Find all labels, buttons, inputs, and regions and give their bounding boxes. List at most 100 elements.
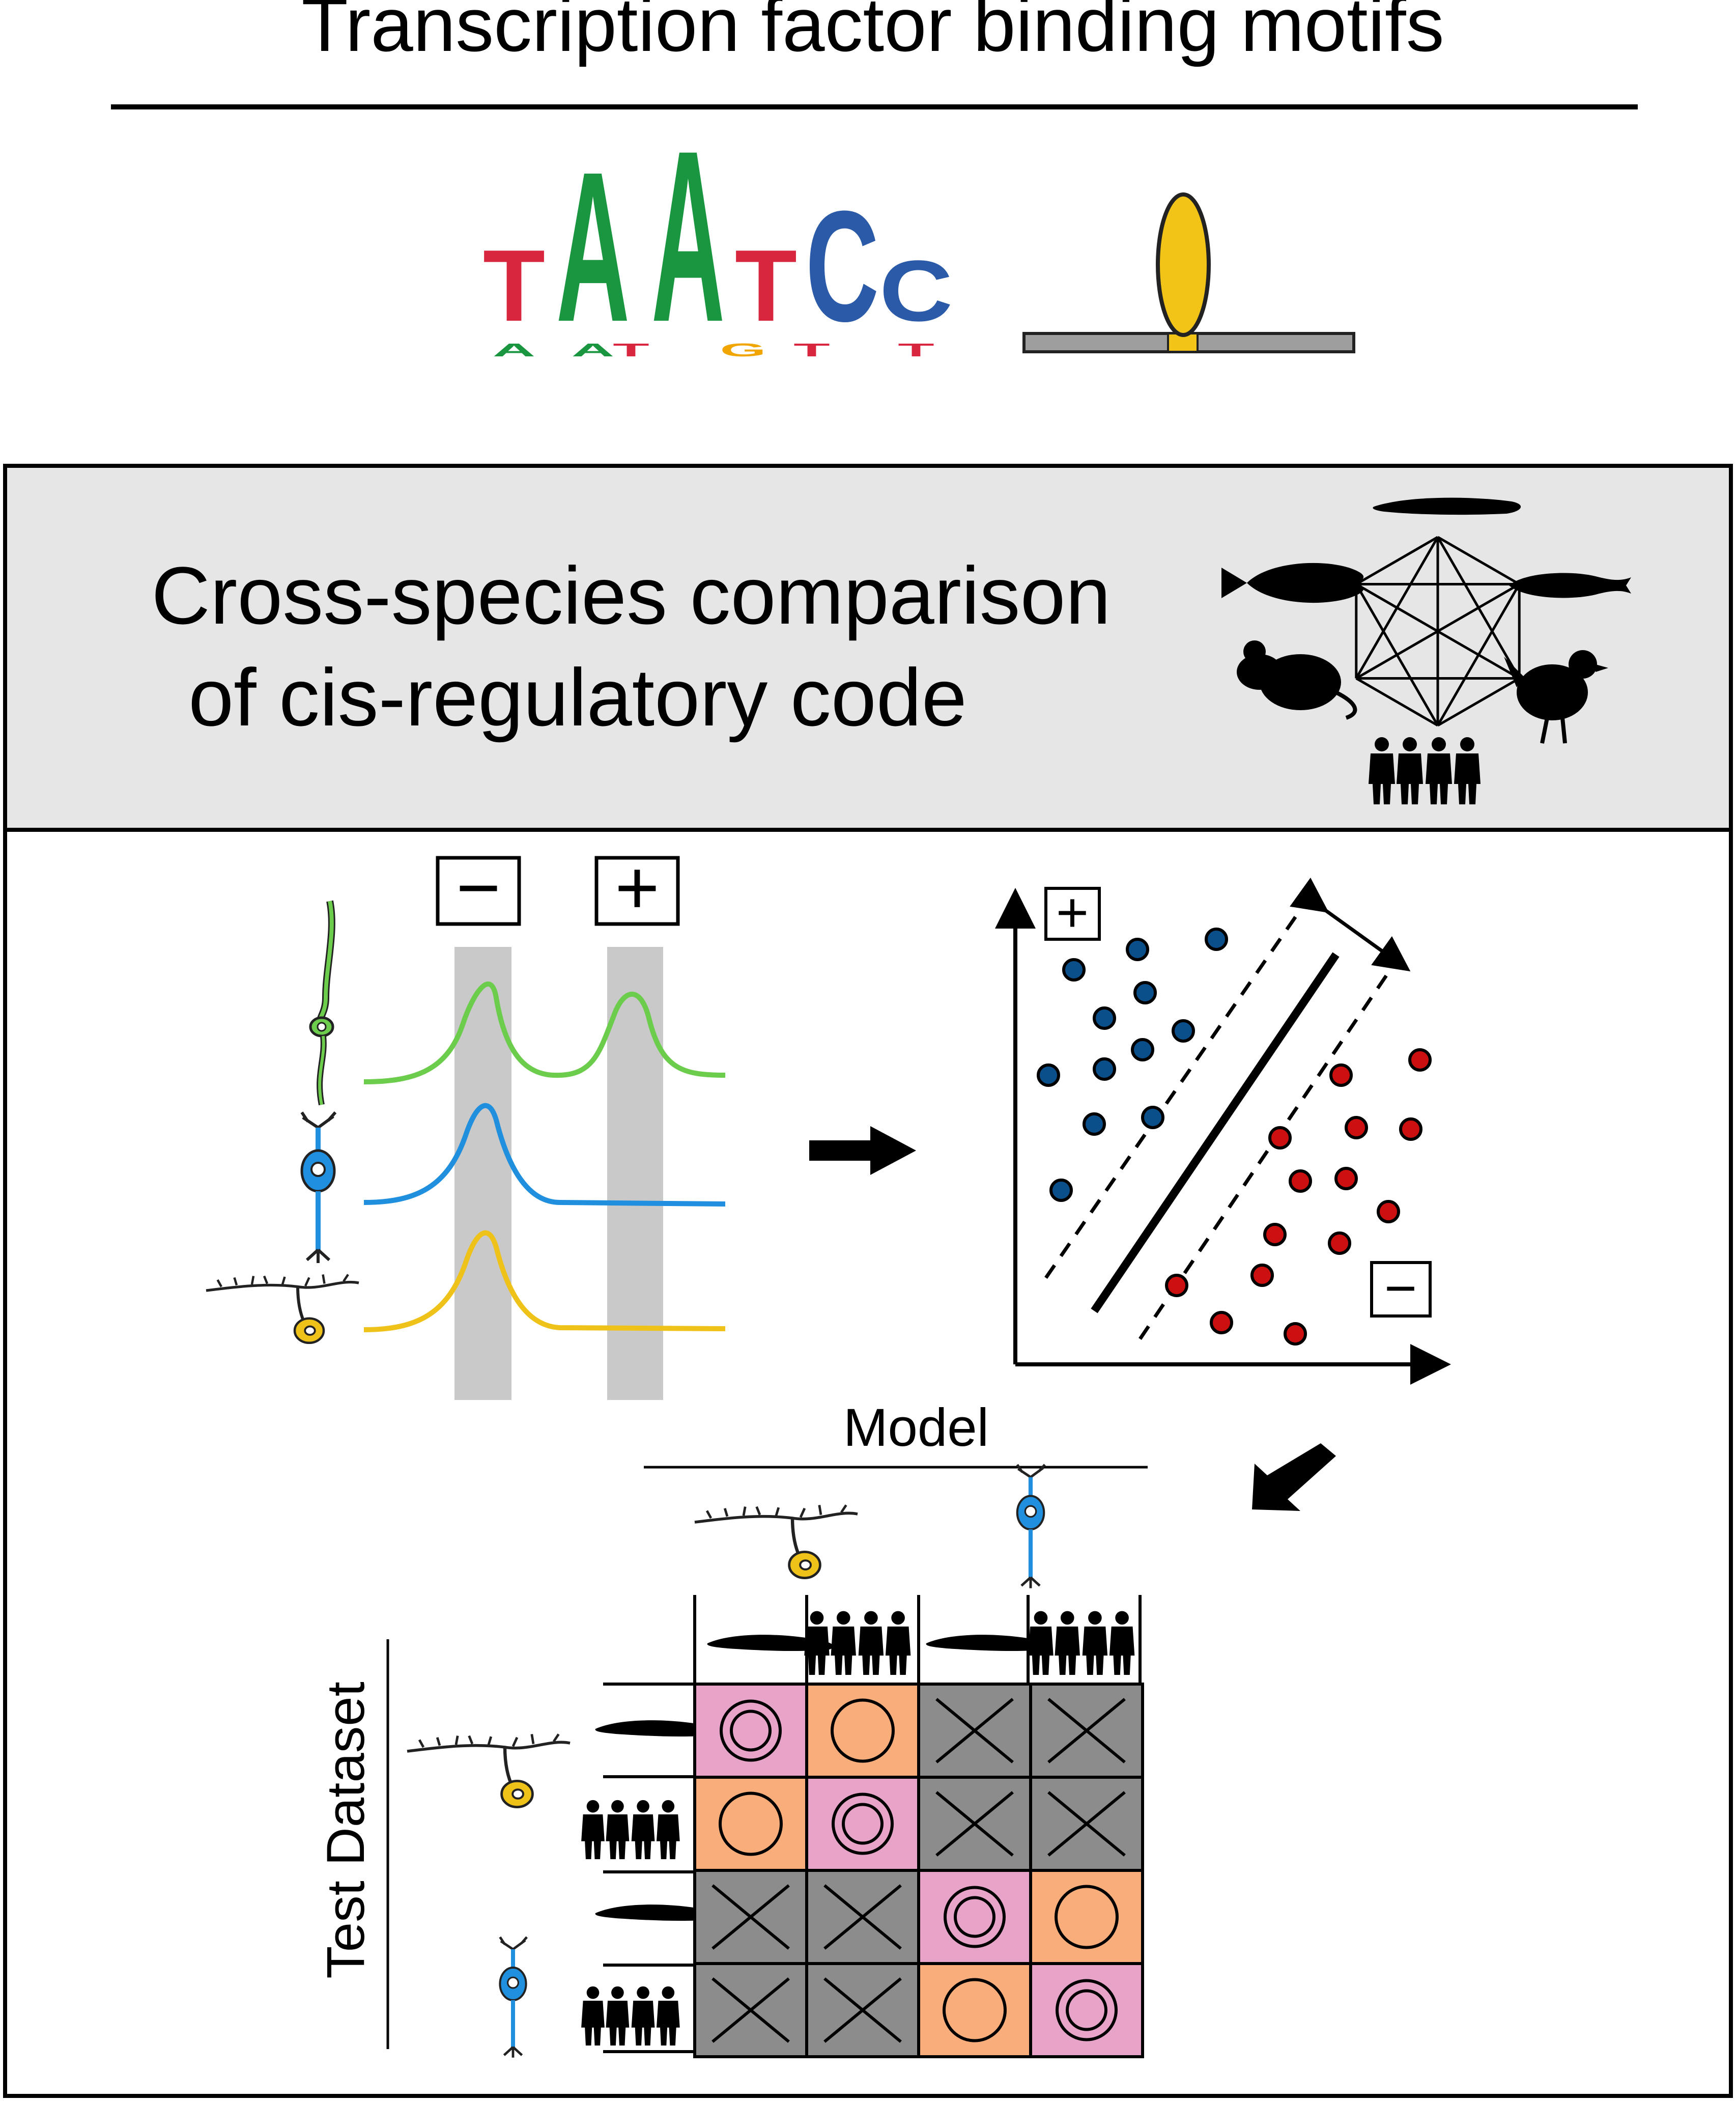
positive-point — [1037, 1063, 1060, 1087]
model-label: Model — [843, 1398, 989, 1458]
yellow-signal-track — [363, 1230, 726, 1332]
motif-letter: A — [556, 127, 630, 367]
mouse-icon — [1237, 640, 1357, 720]
motif-letter: A — [572, 340, 615, 360]
positive-point — [1131, 1038, 1154, 1061]
svm-classifier: + − — [995, 877, 1451, 1385]
matrix-cell-cross — [1029, 1683, 1144, 1779]
matrix-cell-circle — [917, 1962, 1032, 2058]
model-human-icon-1 — [804, 1611, 910, 1675]
green-neuron-icon — [309, 900, 335, 1106]
negative-point — [1165, 1274, 1188, 1297]
matrix-cell-cross — [693, 1962, 808, 2058]
positive-point — [1141, 1106, 1164, 1129]
negative-point — [1408, 1048, 1432, 1072]
test-human-icon-2 — [581, 1986, 680, 2046]
motif-letter: T — [483, 229, 545, 343]
svm-plus-label: + — [1056, 881, 1089, 944]
matrix-cell-double-circle — [917, 1869, 1032, 1965]
positive-point — [1062, 958, 1086, 982]
medaka-icon — [1509, 573, 1631, 598]
negative-point — [1399, 1117, 1422, 1141]
negative-point — [1329, 1063, 1353, 1087]
zebrafish-icon — [1221, 563, 1364, 603]
svm-margin-upper — [1044, 905, 1304, 1279]
matrix-cell-cross — [1029, 1776, 1144, 1872]
matrix-cell-double-circle — [693, 1683, 808, 1779]
blue-neuron-icon — [302, 1112, 335, 1263]
svm-decision-boundary — [1091, 952, 1340, 1313]
panel-title-line1: Cross-species comparison — [151, 550, 1111, 641]
panel-title-line2: of cis-regulatory code — [188, 652, 967, 743]
network-edge — [1355, 583, 1520, 680]
negative-point — [1284, 1322, 1307, 1346]
network-edge — [1355, 536, 1439, 585]
negative-point — [1210, 1311, 1233, 1334]
negative-point — [1289, 1169, 1312, 1193]
motif-letter: A — [651, 99, 725, 373]
network-edge — [1355, 583, 1439, 726]
matrix-cell-circle — [805, 1683, 920, 1779]
motif-letter: A — [493, 340, 536, 360]
svm-minus-label: − — [1384, 1257, 1417, 1320]
positive-point — [1093, 1057, 1116, 1081]
arrow-to-classifier — [809, 1126, 916, 1175]
arrow-to-matrix — [1252, 1443, 1336, 1511]
positive-point — [1172, 1019, 1195, 1043]
matrix-cell-circle — [693, 1776, 808, 1872]
motif-letter: G — [720, 340, 766, 360]
tf-binding-icon — [1022, 192, 1355, 353]
positive-point — [1205, 928, 1228, 951]
matrix-cell-cross — [917, 1776, 1032, 1872]
motif-letter: C — [806, 179, 879, 355]
test-blue-neuron-icon — [500, 1937, 527, 2058]
matrix-cell-circle — [1029, 1869, 1144, 1965]
negative-point — [1345, 1116, 1368, 1139]
motif-letter: C — [879, 243, 953, 340]
motif-letter: T — [735, 229, 797, 343]
motif-letter: T — [898, 340, 934, 360]
network-edge — [1437, 536, 1520, 585]
matrix-cell-cross — [805, 1869, 920, 1965]
chicken-icon — [1504, 650, 1608, 744]
species-network — [1221, 497, 1631, 804]
positive-point — [1083, 1112, 1106, 1136]
signal-tracks: − + — [206, 845, 726, 1400]
figure-title: Transcription factor binding motifs — [301, 0, 1444, 67]
matrix-cell-cross — [805, 1962, 920, 2058]
network-edge — [1437, 677, 1520, 727]
test-human-icon-1 — [581, 1800, 680, 1859]
network-edge — [1355, 677, 1439, 727]
negative-point — [1263, 1223, 1287, 1246]
minus-region-band — [454, 947, 511, 1400]
evaluation-matrix — [603, 1595, 1144, 2058]
matrix-cell-double-circle — [805, 1776, 920, 1872]
test-yellow-neuron-icon — [407, 1734, 570, 1807]
motif-letter: T — [793, 340, 830, 360]
positive-point — [1133, 981, 1157, 1004]
lamprey-icon — [1373, 497, 1521, 515]
motif-letter: T — [613, 340, 649, 360]
svm-margin-arrow — [1290, 877, 1411, 972]
green-signal-track — [363, 982, 726, 1084]
test-dataset-label: Test Dataset — [316, 1682, 376, 1979]
positive-point — [1049, 1179, 1073, 1202]
yellow-neuron-icon — [206, 1275, 359, 1343]
svm-margin-lower — [1139, 966, 1393, 1340]
negative-point — [1328, 1231, 1351, 1255]
model-yellow-neuron-icon — [695, 1505, 858, 1578]
matrix-cell-cross — [693, 1869, 808, 1965]
minus-box-label: − — [456, 845, 501, 930]
negative-point — [1334, 1167, 1358, 1190]
panel-body-border — [3, 828, 1733, 2098]
positive-point — [1126, 938, 1149, 961]
blue-signal-track — [363, 1103, 726, 1207]
plus-box-label: + — [615, 845, 660, 930]
model-human-icon-2 — [1028, 1611, 1134, 1675]
positive-point — [1093, 1006, 1116, 1030]
negative-point — [1268, 1126, 1292, 1150]
matrix-cell-double-circle — [1029, 1962, 1144, 2058]
negative-point — [1377, 1200, 1400, 1223]
